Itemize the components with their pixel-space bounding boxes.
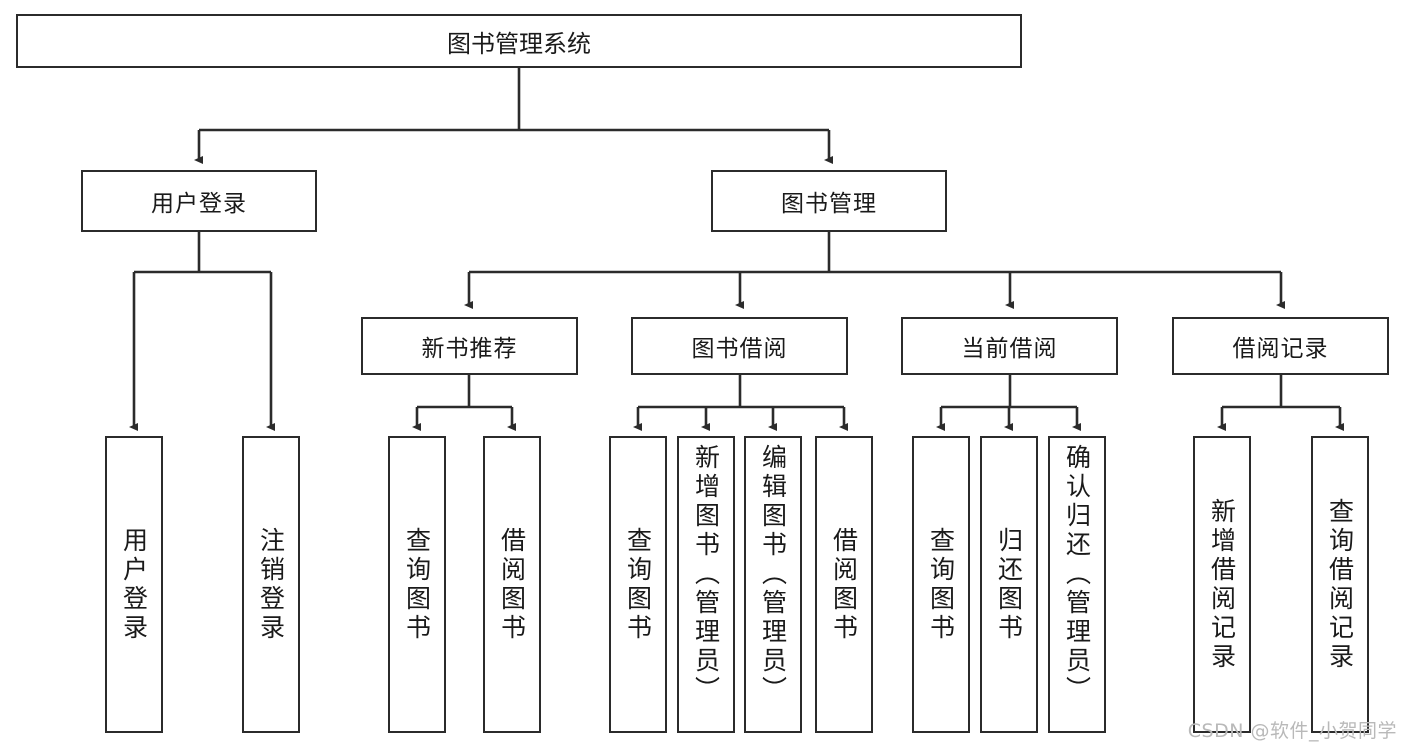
leaf-label: 查询图书 xyxy=(402,526,432,643)
node-borrow-record[interactable]: 借阅记录 xyxy=(1172,317,1389,375)
leaf-node-return-book[interactable]: 归还图书 xyxy=(980,436,1038,733)
leaf-label: 新增图书（管理员） xyxy=(691,444,721,705)
node-book-manage[interactable]: 图书管理 xyxy=(711,170,947,232)
leaf-node-query-borrow-record[interactable]: 查询借阅记录 xyxy=(1311,436,1369,733)
leaf-node-add-book[interactable]: 新增图书（管理员） xyxy=(677,436,735,733)
leaf-label: 查询图书 xyxy=(623,526,653,643)
csdn-watermark: CSDN @软件_小贺同学 xyxy=(1187,720,1397,742)
leaf-label: 借阅图书 xyxy=(829,526,859,643)
leaf-label: 新增借阅记录 xyxy=(1207,497,1237,672)
leaf-node-add-borrow-record[interactable]: 新增借阅记录 xyxy=(1193,436,1251,733)
leaf-label: 查询图书 xyxy=(926,526,956,643)
node-root-system[interactable]: 图书管理系统 xyxy=(16,14,1022,68)
leaf-label: 注销登录 xyxy=(256,526,286,643)
leaf-label: 用户登录 xyxy=(119,526,149,643)
leaf-node-query-book-borrow[interactable]: 查询图书 xyxy=(609,436,667,733)
leaf-node-logout[interactable]: 注销登录 xyxy=(242,436,300,733)
leaf-node-confirm-return[interactable]: 确认归还（管理员） xyxy=(1048,436,1106,733)
node-book-borrow[interactable]: 图书借阅 xyxy=(631,317,848,375)
leaf-label: 归还图书 xyxy=(994,526,1024,643)
leaf-node-borrow-book-recommend[interactable]: 借阅图书 xyxy=(483,436,541,733)
leaf-label: 确认归还（管理员） xyxy=(1062,444,1092,705)
leaf-label: 借阅图书 xyxy=(497,526,527,643)
leaf-label: 查询借阅记录 xyxy=(1325,497,1355,672)
leaf-label: 编辑图书（管理员） xyxy=(758,444,788,705)
node-current-borrow[interactable]: 当前借阅 xyxy=(901,317,1118,375)
node-new-book-recommend[interactable]: 新书推荐 xyxy=(361,317,578,375)
leaf-node-query-book-current[interactable]: 查询图书 xyxy=(912,436,970,733)
node-user-login[interactable]: 用户登录 xyxy=(81,170,317,232)
leaf-node-user-login[interactable]: 用户登录 xyxy=(105,436,163,733)
leaf-node-borrow-book[interactable]: 借阅图书 xyxy=(815,436,873,733)
leaf-node-edit-book[interactable]: 编辑图书（管理员） xyxy=(744,436,802,733)
leaf-node-query-book-recommend[interactable]: 查询图书 xyxy=(388,436,446,733)
